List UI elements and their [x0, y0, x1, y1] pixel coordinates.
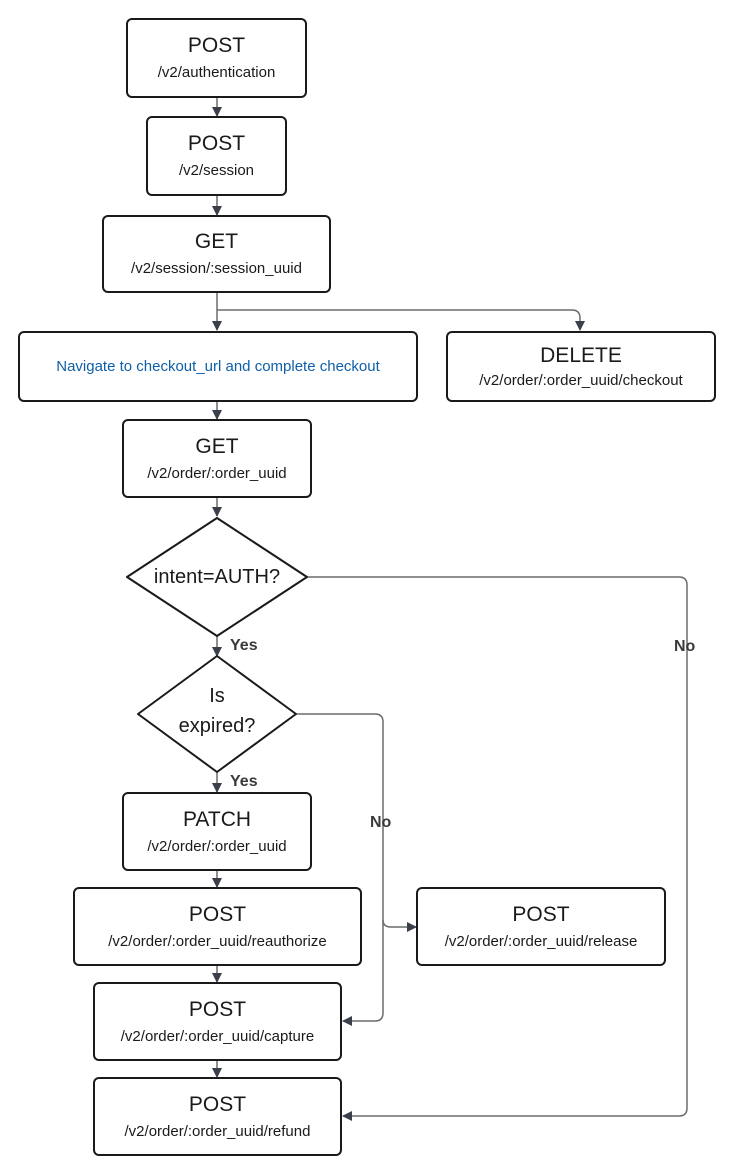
node-method: POST [188, 902, 247, 926]
node-path: /v2/order/:order_uuid [147, 464, 287, 482]
node-method: DELETE [540, 343, 622, 367]
decision-intent-diamond [126, 517, 308, 637]
node-method: POST [187, 132, 246, 155]
node-get-session: GET /v2/session/:session_uuid [102, 215, 331, 293]
node-get-order: GET /v2/order/:order_uuid [122, 419, 312, 498]
node-checkout-note: Navigate to checkout_url and complete ch… [18, 331, 418, 402]
node-path: /v2/order/:order_uuid [147, 837, 287, 855]
decision-expired-label-line1: Is [209, 685, 225, 707]
node-method: GET [194, 230, 239, 253]
edge-label-expired-no: No [370, 814, 392, 831]
edge-expired-no [296, 713, 384, 1026]
node-method: GET [195, 434, 239, 458]
edge-label-intent-no: No [674, 638, 696, 655]
node-path: /v2/session [178, 162, 255, 179]
node-post-session: POST /v2/session [146, 116, 287, 196]
node-method: POST [512, 902, 570, 926]
node-delete-checkout: DELETE /v2/order/:order_uuid/checkout [446, 331, 716, 402]
decision-intent-label: intent=AUTH? [153, 566, 281, 588]
node-path: /v2/authentication [157, 64, 276, 81]
node-patch-order: PATCH /v2/order/:order_uuid [122, 792, 312, 871]
node-path: /v2/order/:order_uuid/reauthorize [108, 932, 327, 950]
edge-intent-no [307, 576, 688, 1121]
node-path: /v2/order/:order_uuid/release [444, 932, 638, 950]
edge-expired-no-to-release [382, 919, 417, 932]
node-path: /v2/session/:session_uuid [131, 260, 302, 277]
edge-label-intent-yes: Yes [230, 637, 258, 654]
checkout-note-text: Navigate to checkout_url and complete ch… [56, 358, 380, 375]
node-post-reauthorize: POST /v2/order/:order_uuid/reauthorize [73, 887, 362, 966]
edge-label-expired-yes: Yes [230, 773, 258, 790]
node-path: /v2/order/:order_uuid/capture [120, 1027, 315, 1045]
node-path: /v2/order/:order_uuid/refund [124, 1122, 311, 1140]
node-post-authentication: POST /v2/authentication [126, 18, 307, 98]
node-post-release: POST /v2/order/:order_uuid/release [416, 887, 666, 966]
edge-get-session-to-delete [217, 309, 585, 331]
decision-expired-diamond [137, 655, 297, 773]
node-post-capture: POST /v2/order/:order_uuid/capture [93, 982, 342, 1061]
node-method: PATCH [182, 807, 252, 831]
node-method: POST [188, 997, 247, 1021]
node-method: POST [188, 1092, 247, 1116]
node-path: /v2/order/:order_uuid/checkout [479, 371, 683, 389]
node-post-refund: POST /v2/order/:order_uuid/refund [93, 1077, 342, 1156]
node-method: POST [187, 34, 246, 57]
decision-expired-label-line2: expired? [178, 715, 256, 737]
